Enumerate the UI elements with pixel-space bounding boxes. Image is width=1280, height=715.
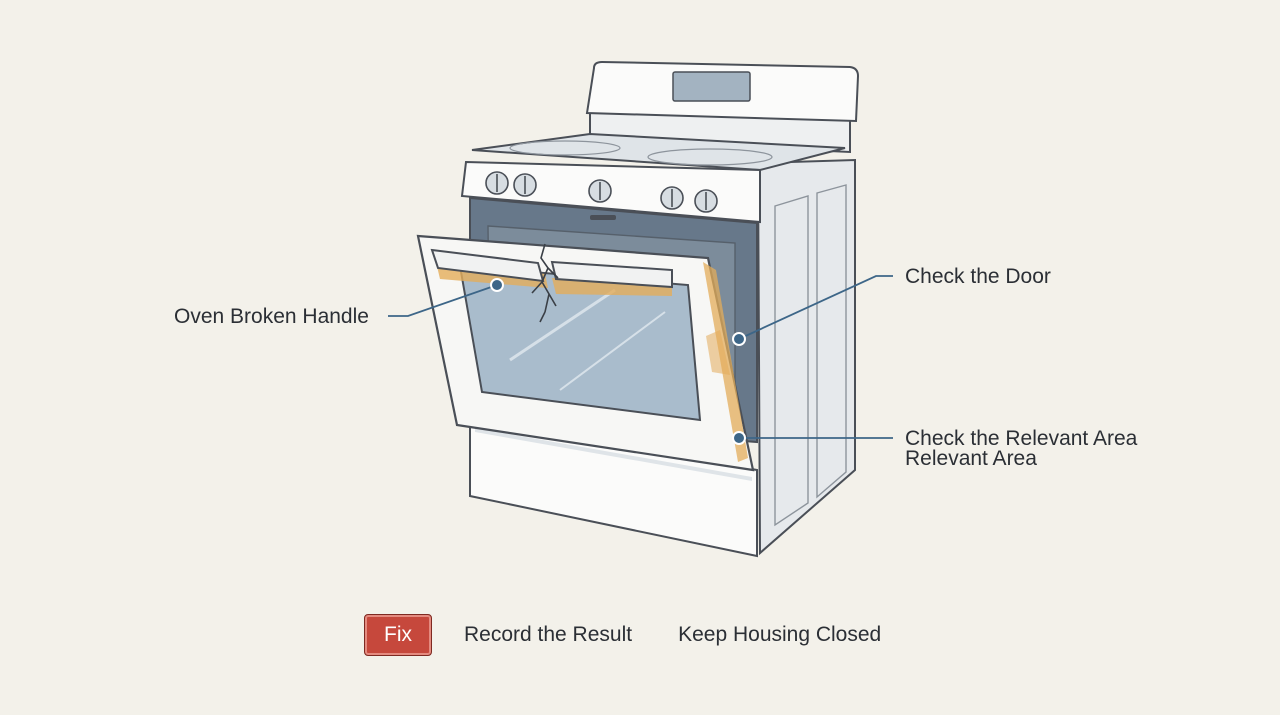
- callout-relevant-area-label-line2: Relevant Area: [905, 447, 1037, 470]
- range-side-panel: [756, 158, 856, 556]
- callout-door-leader: [732, 275, 893, 346]
- crack-lines: [531, 243, 559, 323]
- knob-1-icon[interactable]: [485, 171, 509, 195]
- display-panel: [672, 71, 751, 102]
- control-panel: [460, 160, 761, 224]
- knob-4-icon[interactable]: [660, 186, 684, 210]
- record-result-action[interactable]: Record the Result: [464, 623, 633, 646]
- action-toolbar: Fix Record the Result Keep Housing Close…: [364, 613, 881, 657]
- keep-housing-closed-action[interactable]: Keep Housing Closed: [678, 623, 882, 646]
- knob-3-icon[interactable]: [588, 179, 612, 203]
- callout-broken-handle-leader: [388, 278, 504, 317]
- callout-relevant-area-leader: [732, 431, 893, 445]
- cooktop: [471, 132, 846, 172]
- broken-handle[interactable]: [430, 243, 673, 323]
- callout-broken-handle-label: Oven Broken Handle: [174, 305, 369, 328]
- knob-5-icon[interactable]: [694, 189, 718, 213]
- knob-2-icon[interactable]: [513, 173, 537, 197]
- fix-button[interactable]: Fix: [364, 614, 432, 656]
- callout-relevant-area-label: Check the Relevant Area: [905, 427, 1138, 450]
- callout-door-label: Check the Door: [905, 265, 1051, 288]
